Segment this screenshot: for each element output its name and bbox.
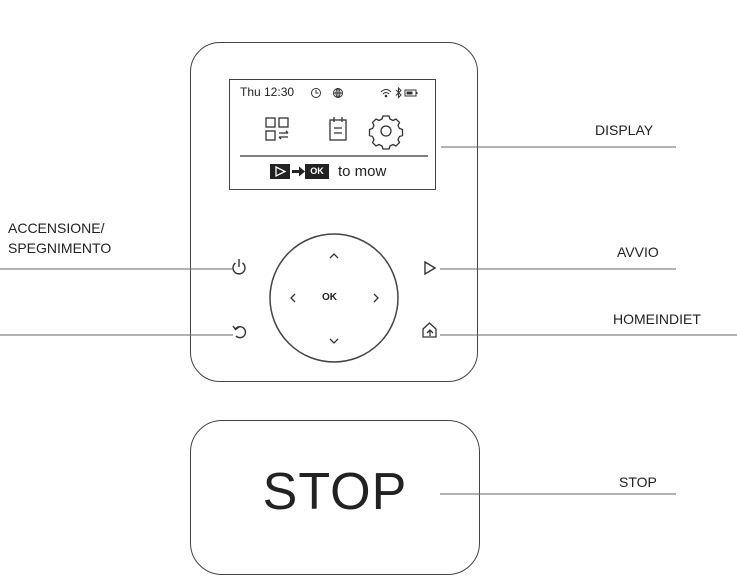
play-key-icon — [270, 164, 290, 179]
right-arrow-icon[interactable] — [373, 293, 379, 303]
callout-stop: STOP — [619, 474, 657, 490]
ok-key-badge: OK — [305, 164, 329, 179]
battery-icon — [404, 89, 418, 97]
mow-instruction: to mow — [338, 163, 387, 180]
screen-time: Thu 12:30 — [240, 85, 295, 99]
callout-display: DISPLAY — [595, 122, 654, 138]
globe-icon — [333, 88, 343, 98]
grid-menu-icon — [265, 117, 289, 141]
power-icon[interactable] — [232, 259, 246, 275]
home-icon[interactable] — [422, 322, 437, 338]
navigation-pad[interactable] — [269, 233, 399, 363]
up-arrow-icon[interactable] — [329, 253, 339, 259]
gear-icon — [368, 115, 404, 150]
calendar-icon — [329, 117, 347, 141]
wifi-icon — [380, 89, 392, 98]
back-icon[interactable] — [232, 325, 247, 339]
down-arrow-icon[interactable] — [329, 338, 339, 344]
bluetooth-icon — [395, 86, 402, 99]
callout-power-line2: SPEGNIMENTO — [8, 240, 112, 256]
display-screen — [229, 79, 436, 190]
play-icon[interactable] — [424, 260, 437, 276]
callout-power-line1: ACCENSIONE/ — [8, 220, 105, 236]
callout-start: AVVIO — [617, 244, 659, 260]
leader-lines — [0, 146, 737, 495]
controller-panel — [190, 42, 478, 382]
stop-button-label: STOP — [262, 463, 408, 521]
left-arrow-icon[interactable] — [290, 293, 296, 303]
arrow-right-icon — [292, 166, 305, 177]
clock-icon — [311, 88, 321, 98]
ok-button[interactable]: OK — [322, 292, 337, 303]
callout-home-back: HOMEINDIET — [613, 311, 701, 327]
stop-button[interactable] — [190, 420, 480, 575]
